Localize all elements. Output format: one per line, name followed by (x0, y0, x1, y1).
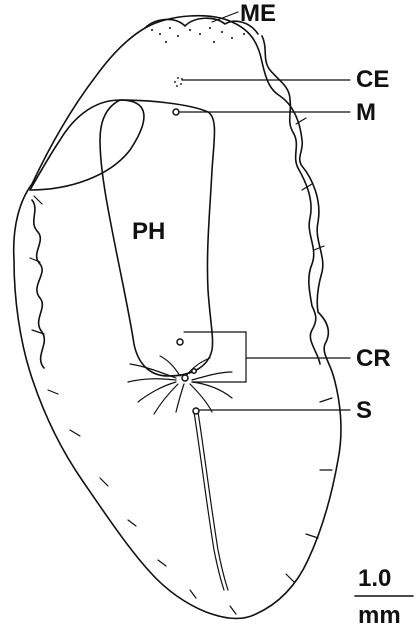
right-margin-fold (262, 36, 320, 364)
scale-bar-unit: mm (358, 604, 401, 628)
duct-line-left (194, 412, 224, 590)
label-ph: PH (132, 220, 165, 244)
label-me: ME (240, 2, 276, 26)
label-cr: CR (356, 347, 391, 371)
left-margin-fold (32, 200, 44, 368)
anterior-lobe (30, 100, 144, 190)
cr-dot-1 (177, 339, 183, 345)
scale-bar-value: 1.0 (358, 567, 391, 591)
m-dot (173, 109, 179, 115)
body-outline (14, 16, 341, 619)
cr-dot-3 (192, 369, 196, 373)
label-m: M (356, 101, 376, 125)
s-dot (193, 408, 199, 414)
marginal-eye-speckles (151, 27, 245, 43)
duct-line-right (198, 412, 228, 590)
cr-dot-2 (182, 375, 188, 381)
label-ce: CE (356, 68, 389, 92)
cerebral-eye-speckles (174, 77, 183, 87)
label-s: S (356, 399, 372, 423)
